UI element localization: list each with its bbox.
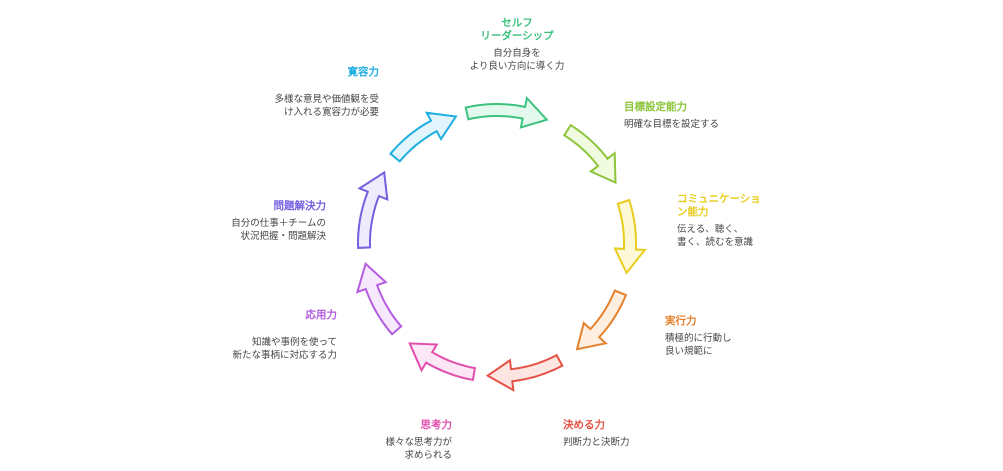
step-title-line: 問題解決力 — [273, 200, 327, 212]
step-communication: コミュニケーション能力伝える、聴く、書く、読むを意識 — [677, 193, 787, 249]
step-title-line: 応用力 — [305, 309, 338, 321]
step-description-line: 判断力と決断力 — [563, 437, 630, 448]
step-self-leadership: セルフリーダーシップ自分自身をより良い方向に導く力 — [452, 17, 582, 73]
arrow-execution — [575, 289, 628, 351]
step-description: 様々な思考力が求められる — [352, 436, 452, 462]
step-title-line: リーダーシップ — [480, 30, 554, 42]
step-description-line: 明確な目標を設定する — [624, 119, 720, 130]
step-title: 実行力 — [665, 315, 775, 328]
step-description-line: 自分の仕事＋チームの — [231, 218, 326, 229]
step-title: 問題解決力 — [200, 200, 327, 213]
step-title: コミュニケーション能力 — [677, 193, 787, 219]
step-description: 積極的に行動し良い規範に — [665, 332, 775, 358]
step-title: 決める力 — [563, 419, 683, 432]
step-description-line: け入れる寛容力が必要 — [283, 107, 379, 118]
step-description: 多様な意見や価値観を受け入れる寛容力が必要 — [240, 93, 379, 119]
step-title-line: 目標設定能力 — [624, 101, 687, 113]
step-title-line: セルフ — [501, 17, 533, 29]
step-description-line: 状況把握・問題解決 — [240, 231, 326, 242]
step-description-line: 新たな事柄に対応する力 — [232, 350, 337, 361]
step-title-line: コミュニケーショ — [677, 193, 761, 205]
step-description-line: 良い規範に — [665, 346, 713, 357]
step-description: 知識や事例を使って新たな事柄に対応する力 — [200, 336, 337, 362]
step-title-line: 思考力 — [420, 419, 453, 431]
arrow-tolerance — [389, 111, 458, 163]
step-description-line: 多様な意見や価値観を受 — [274, 94, 379, 105]
step-title-line: 寛容力 — [347, 66, 380, 78]
step-application: 応用力知識や事例を使って新たな事柄に対応する力 — [200, 309, 337, 362]
step-description-line: 様々な思考力が — [385, 437, 452, 448]
step-description: 自分の仕事＋チームの状況把握・問題解決 — [200, 217, 326, 243]
step-title: 目標設定能力 — [624, 101, 784, 114]
step-problem-solving: 問題解決力自分の仕事＋チームの状況把握・問題解決 — [200, 200, 326, 243]
arrow-decision — [485, 353, 564, 392]
arrow-goal-setting — [562, 123, 617, 185]
arrow-thinking — [408, 342, 477, 382]
step-title-line: 決める力 — [563, 419, 605, 431]
step-execution: 実行力積極的に行動し良い規範に — [665, 315, 775, 358]
step-description: 自分自身をより良い方向に導く力 — [452, 47, 582, 73]
step-description-line: 伝える、聴く、 — [677, 224, 744, 235]
step-description-line: より良い方向に導く力 — [469, 61, 565, 72]
step-decision: 決める力判断力と決断力 — [563, 419, 683, 449]
step-goal-setting: 目標設定能力明確な目標を設定する — [624, 101, 784, 131]
step-title: 寛容力 — [240, 66, 380, 79]
step-description-line: 知識や事例を使って — [251, 337, 337, 348]
step-description-line: 自分自身を — [493, 48, 541, 59]
arrow-communication — [613, 198, 647, 275]
step-thinking: 思考力様々な思考力が求められる — [352, 419, 452, 462]
arrow-application — [355, 261, 403, 336]
step-title-line: ン能力 — [677, 206, 709, 218]
arrow-problem-solving — [357, 170, 389, 249]
step-title-line: 実行力 — [665, 315, 697, 327]
step-description: 明確な目標を設定する — [624, 118, 784, 131]
step-description-line: 求められる — [404, 450, 452, 461]
step-description-line: 書く、読むを意識 — [677, 237, 754, 248]
step-description: 判断力と決断力 — [563, 436, 683, 449]
arrow-self-leadership — [464, 95, 549, 129]
step-tolerance: 寛容力多様な意見や価値観を受け入れる寛容力が必要 — [240, 66, 379, 119]
step-title: 応用力 — [200, 309, 338, 322]
step-title: セルフリーダーシップ — [452, 17, 582, 43]
step-description-line: 積極的に行動し — [665, 333, 732, 344]
step-title: 思考力 — [352, 419, 453, 432]
step-description: 伝える、聴く、書く、読むを意識 — [677, 223, 787, 249]
